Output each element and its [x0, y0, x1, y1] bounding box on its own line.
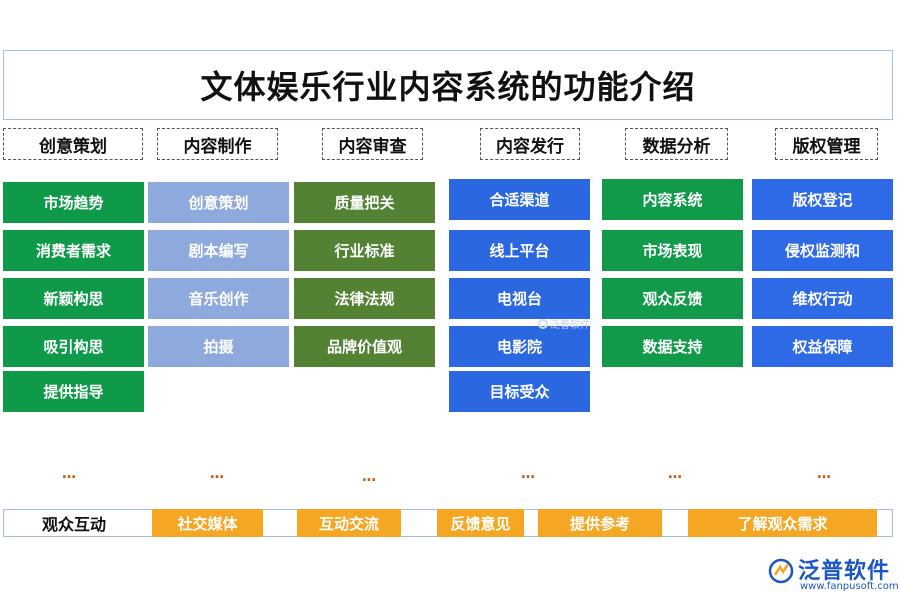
- watermark: 泛普软件: [538, 316, 590, 331]
- item-novel-idea: 新颖构思: [3, 278, 144, 319]
- category-header-1: 创意策划: [3, 128, 143, 160]
- tag-social-media: 社交媒体: [152, 509, 263, 537]
- item-content-system: 内容系统: [602, 179, 743, 220]
- tag-interaction: 互动交流: [297, 509, 401, 537]
- ellipsis-6: …: [817, 466, 832, 482]
- logo-name: 泛普软件: [798, 559, 891, 584]
- watermark-icon: [538, 318, 548, 329]
- item-guidance: 提供指导: [3, 371, 144, 412]
- watermark-text: 泛普软件: [550, 320, 590, 331]
- item-online-platform: 线上平台: [449, 230, 590, 271]
- item-quality-control: 质量把关: [294, 182, 435, 223]
- item-consumer-demand: 消费者需求: [3, 230, 144, 271]
- item-data-support: 数据支持: [602, 326, 743, 367]
- item-rights-protection: 权益保障: [752, 326, 893, 367]
- item-cinema: 电影院: [449, 326, 590, 367]
- item-tv-station: 电视台: [449, 278, 590, 319]
- logo-icon: [768, 558, 794, 584]
- tag-feedback: 反馈意见: [437, 509, 524, 537]
- ellipsis-1: …: [62, 466, 77, 482]
- brand-logo: 泛普软件 www.fanpusoft.com: [766, 553, 899, 597]
- tag-audience-needs: 了解观众需求: [688, 509, 877, 537]
- item-infringement-monitoring: 侵权监测和: [752, 230, 893, 271]
- ellipsis-4: …: [521, 466, 536, 482]
- item-market-performance: 市场表现: [602, 230, 743, 271]
- category-header-5: 数据分析: [625, 128, 728, 160]
- item-brand-values: 品牌价值观: [294, 326, 435, 367]
- tag-reference: 提供参考: [538, 509, 662, 537]
- ellipsis-2: …: [210, 466, 225, 482]
- category-header-6: 版权管理: [775, 128, 878, 160]
- item-audience-feedback: 观众反馈: [602, 278, 743, 319]
- item-copyright-registration: 版权登记: [752, 179, 893, 220]
- category-header-4: 内容发行: [480, 128, 580, 160]
- category-header-2: 内容制作: [157, 128, 278, 160]
- item-script-writing: 剧本编写: [148, 230, 289, 271]
- item-creative-planning: 创意策划: [148, 182, 289, 223]
- page-title: 文体娱乐行业内容系统的功能介绍: [200, 68, 696, 106]
- ellipsis-3: …: [362, 469, 377, 485]
- item-attractive-idea: 吸引构思: [3, 326, 144, 367]
- item-filming: 拍摄: [148, 326, 289, 367]
- title-box: 文体娱乐行业内容系统的功能介绍: [3, 50, 893, 120]
- ellipsis-5: …: [668, 466, 683, 482]
- item-suitable-channel: 合适渠道: [449, 179, 590, 220]
- logo-url: www.fanpusoft.com: [800, 581, 899, 592]
- audience-interaction-label: 观众互动: [41, 515, 106, 534]
- item-laws-regulations: 法律法规: [294, 278, 435, 319]
- item-target-audience: 目标受众: [449, 371, 590, 412]
- item-music-creation: 音乐创作: [148, 278, 289, 319]
- category-header-3: 内容审查: [322, 128, 423, 160]
- item-market-trend: 市场趋势: [3, 182, 144, 223]
- item-industry-standard: 行业标准: [294, 230, 435, 271]
- item-rights-action: 维权行动: [752, 278, 893, 319]
